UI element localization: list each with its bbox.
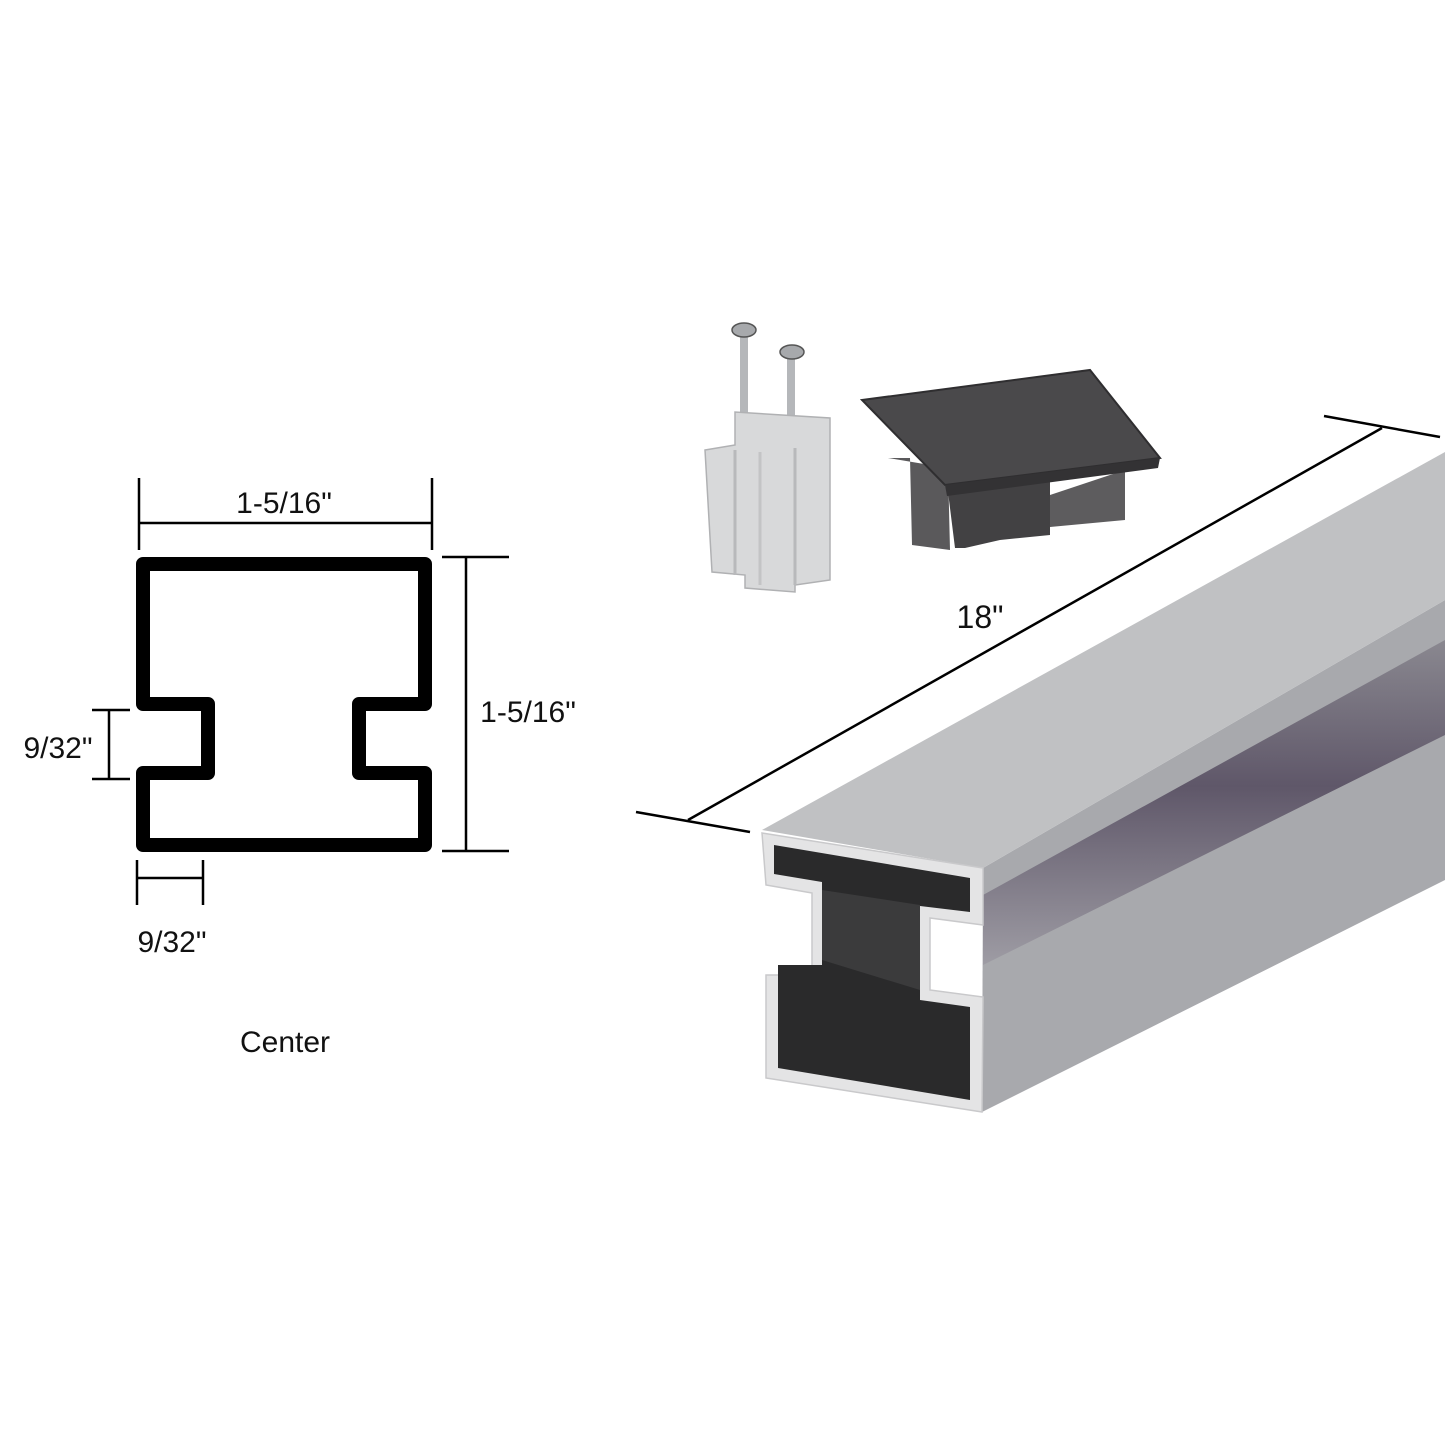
- length-dimension: [635, 414, 1441, 834]
- height-label: 1-5/16": [480, 696, 576, 729]
- notch-depth-label: 9/32": [137, 926, 206, 959]
- length-label: 18": [957, 599, 1004, 635]
- screw-head-icon: [731, 322, 757, 338]
- profile-cross-section: [136, 557, 432, 852]
- height-dimension: [442, 555, 509, 853]
- notch-height-dimension: [92, 708, 130, 781]
- width-dimension: [137, 478, 434, 550]
- width-label: 1-5/16": [236, 487, 332, 520]
- center-rail: [761, 452, 1445, 1113]
- screw-head-icon: [779, 344, 805, 360]
- end-cap: [859, 368, 1162, 550]
- notch-height-label: 9/32": [23, 732, 92, 765]
- caption: Center: [240, 1026, 330, 1059]
- notch-depth-dimension: [135, 860, 205, 905]
- insert-with-screws: [704, 322, 831, 593]
